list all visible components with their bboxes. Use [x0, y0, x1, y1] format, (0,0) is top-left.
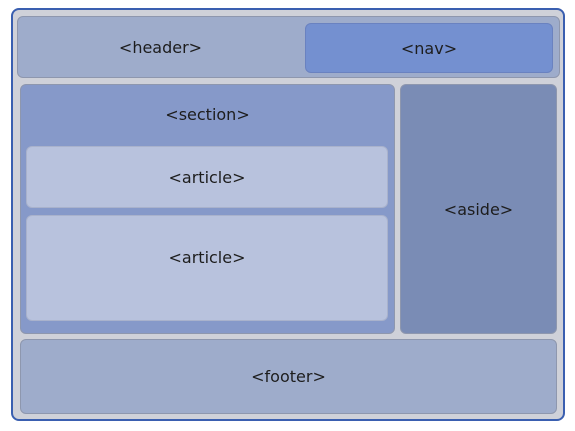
article-block-1: <article>: [26, 146, 388, 208]
aside-block: <aside>: [400, 84, 557, 334]
footer-label: <footer>: [251, 367, 326, 386]
footer-block: <footer>: [20, 339, 557, 414]
article-label-1: <article>: [168, 167, 246, 187]
article-label-2: <article>: [168, 248, 246, 267]
header-label: <header>: [118, 37, 203, 57]
nav-block: <nav>: [305, 23, 553, 73]
nav-label: <nav>: [400, 38, 458, 58]
aside-label: <aside>: [443, 199, 514, 219]
section-label: <section>: [165, 105, 250, 124]
article-block-2: <article>: [26, 215, 388, 321]
